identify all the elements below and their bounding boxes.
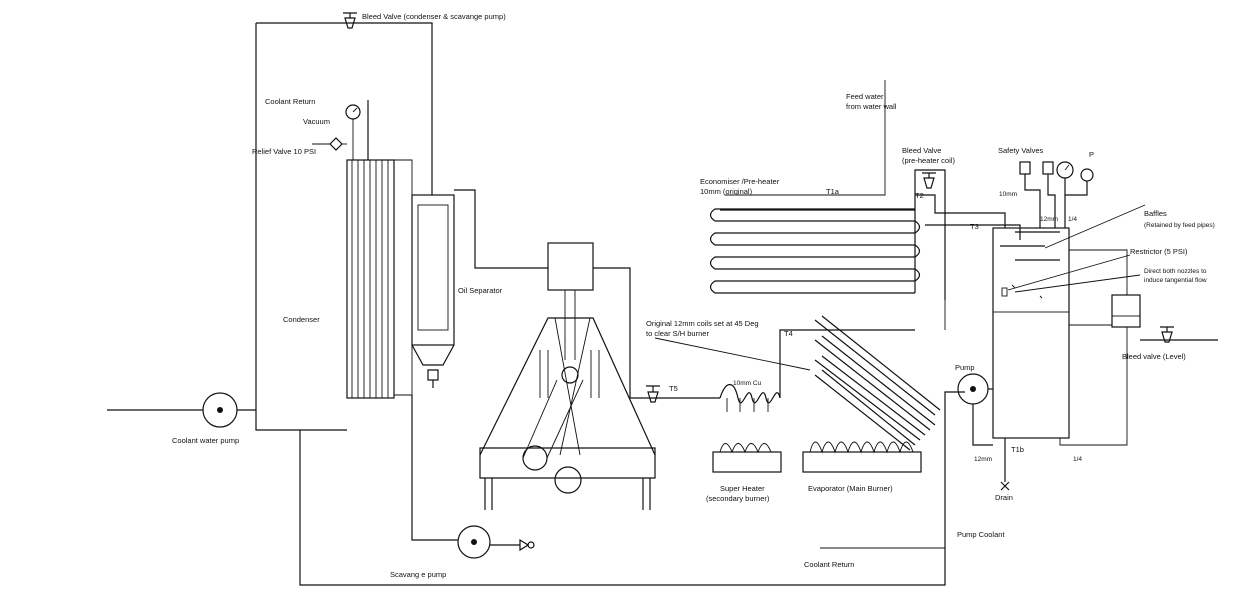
drain: [1000, 438, 1010, 491]
label-safety-valves: Safety Valves: [998, 146, 1044, 155]
oil-separator: [411, 190, 455, 388]
nozzle-leader: [1014, 274, 1141, 293]
safety-valves: [1019, 161, 1056, 228]
bleed-line-top: [256, 22, 433, 190]
label-condenser: Condenser: [283, 315, 320, 324]
label-pump: Pump: [955, 363, 975, 372]
label-evaporator: Evaporator (Main Burner): [808, 484, 893, 493]
feed-water-pipe: [725, 80, 886, 196]
bleed-valve-preheater: [922, 172, 936, 189]
preheater-outlet: [914, 169, 946, 300]
bleed-valve-condenser: [343, 12, 357, 29]
label-economiser-1: Economiser /Pre-heater: [700, 177, 780, 186]
label-t5: T5: [669, 384, 678, 393]
condenser-bypass-pipe: [255, 23, 347, 431]
engine-assembly: [479, 242, 656, 510]
coolant-return-loop: [299, 391, 965, 586]
t3-pipe: [925, 224, 1021, 240]
label-pump-coolant: Pump Coolant: [957, 530, 1005, 539]
steam-feed-pipe: [915, 194, 1006, 228]
label-coolant-return-bottom: Coolant Return: [804, 560, 854, 569]
evaporator: [802, 315, 941, 473]
label-super-heater-2: (secondary burner): [706, 494, 770, 503]
coolant-water-pump: [107, 392, 256, 428]
label-feed-water-2: from water wall: [846, 102, 897, 111]
label-coolant-water-pump: Coolant water pump: [172, 436, 239, 445]
label-p: P: [1089, 150, 1094, 159]
label-baffles-1: Baffles: [1144, 209, 1167, 218]
valve-t5: [646, 385, 660, 403]
label-t2: T2: [915, 191, 924, 200]
label-drain: Drain: [995, 493, 1013, 502]
condenser-side-pipe: [394, 159, 413, 396]
level-bleed-vessel: [1059, 249, 1218, 446]
boiler-drum: [992, 227, 1070, 439]
label-oil-separator: Oil Separator: [458, 286, 503, 295]
restrictor-leader: [1007, 254, 1131, 291]
label-cu-10mm: 10mm Cu: [733, 380, 762, 387]
label-t1b: T1b: [1011, 445, 1024, 454]
condenser: [346, 159, 395, 399]
label-bleed-valve-preheater-1: Bleed Valve: [902, 146, 941, 155]
label-t3: T3: [970, 222, 979, 231]
baffles-leader: [1044, 204, 1146, 249]
label-super-heater-1: Super Heater: [720, 484, 765, 493]
label-nozzles-2: induce tangential flow: [1144, 277, 1207, 284]
label-vacuum: Vacuum: [303, 117, 330, 126]
label-original-coils-1: Original 12mm coils set at 45 Deg: [646, 319, 759, 328]
label-12mm-top: 12mm: [1040, 216, 1058, 223]
label-10mm: 10mm: [999, 191, 1017, 198]
label-t4: T4: [784, 329, 793, 338]
coil-note-leader: [654, 337, 811, 371]
label-scavenge-pump: Scavang e pump: [390, 570, 446, 579]
economiser-coil: [709, 208, 921, 294]
steam-supply-pipe: [593, 267, 720, 399]
label-original-coils-2: to clear S/H burner: [646, 329, 709, 338]
label-t1a: T1a: [826, 187, 840, 196]
bleed-valve-level: [1160, 326, 1174, 343]
superheater-outlet: [779, 329, 915, 398]
label-feed-water-1: Feed water: [846, 92, 884, 101]
label-12mm-bottom: 12mm: [974, 456, 992, 463]
label-nozzles-1: Direct both nozzles to: [1144, 268, 1207, 275]
label-bleed-valve-preheater-2: (pre-heater coil): [902, 156, 955, 165]
label-quarter-bottom: 1/4: [1073, 456, 1082, 463]
relief-valve: [312, 137, 347, 151]
label-coolant-return-top: Coolant Return: [265, 97, 315, 106]
pressure-gauge: [1056, 161, 1094, 228]
feed-pump: [944, 300, 993, 446]
label-relief-valve: Relief Valve 10 PSI: [252, 147, 316, 156]
vacuum-gauge: [345, 104, 361, 160]
label-bleed-valve-condenser: Bleed Valve (condenser & scavange pump): [362, 12, 506, 21]
steam-exhaust-pipe: [454, 189, 548, 269]
label-baffles-2: (Retained by feed pipes): [1144, 222, 1215, 229]
label-restrictor: Restrictor (5 PSI): [1130, 247, 1188, 256]
super-heater: [712, 383, 782, 473]
label-economiser-2: 10mm (original): [700, 187, 753, 196]
label-bleed-valve-level: Bleed valve (Level): [1122, 352, 1186, 361]
label-quarter-top: 1/4: [1068, 216, 1077, 223]
scavenge-pump: [411, 395, 535, 559]
